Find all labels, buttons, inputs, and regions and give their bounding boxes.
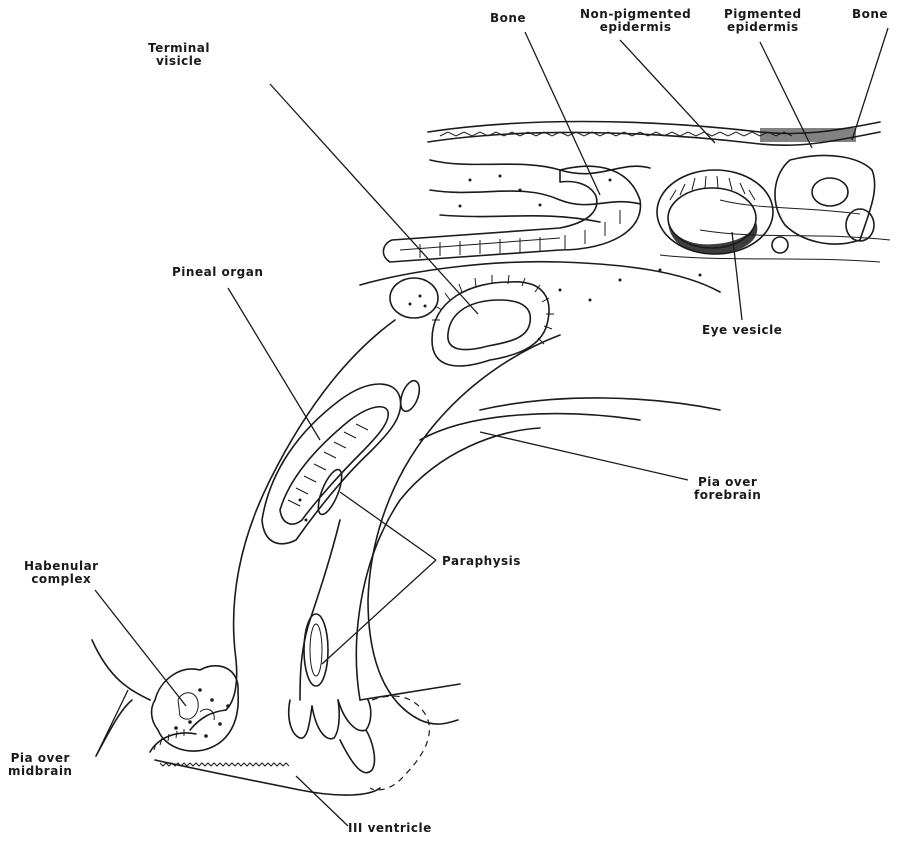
leader-lines [95,28,888,826]
label-bone-right-text: Bone [852,8,888,21]
pia-forebrain-curves [356,398,720,700]
label-pigmented-epidermis: Pigmented epidermis [724,8,802,34]
bone-left [383,166,640,262]
label-terminal-line2: visicle [148,55,210,68]
label-habenular-complex: Habenular complex [24,560,99,586]
small-vesicle [772,237,788,253]
label-paraphysis: Paraphysis [442,555,521,568]
label-pia-over-midbrain: Pia over midbrain [8,752,72,778]
paraphysis-vesicle-inner [310,624,322,676]
label-iii-ventricle: III ventricle [348,822,432,835]
label-eye-vesicle-text: Eye vesicle [702,324,782,337]
terminal-vesicle [432,275,554,366]
label-non-pigmented-epidermis: Non-pigmented epidermis [580,8,691,34]
bone-right [775,155,875,244]
label-pigmented-line2: epidermis [724,21,802,34]
label-pia-forebrain-line2: forebrain [694,489,761,502]
ventricle-roof [155,696,429,795]
label-bone-left: Bone [490,12,526,25]
epidermis-layer [428,122,880,146]
paraphysis-vesicle-upper [314,467,347,517]
label-iii-ventricle-text: III ventricle [348,822,432,835]
label-paraphysis-text: Paraphysis [442,555,521,568]
label-terminal-visicle: Terminal visicle [148,42,210,68]
label-eye-vesicle: Eye vesicle [702,324,782,337]
habenular-complex [150,666,238,752]
label-pineal-organ: Pineal organ [172,266,263,279]
pineal-stalk-outline [226,320,560,724]
pia-midbrain-lower [96,700,132,756]
habenular-stalk [190,710,226,730]
label-habenular-line2: complex [24,573,99,586]
label-pineal-organ-text: Pineal organ [172,266,263,279]
label-bone-right: Bone [852,8,888,21]
eye-vesicle [657,170,773,254]
paraphysis-vesicle-lower [304,614,328,686]
label-non-pigmented-line2: epidermis [580,21,691,34]
label-pia-over-forebrain: Pia over forebrain [694,476,761,502]
label-pia-midbrain-line2: midbrain [8,765,72,778]
label-bone-left-text: Bone [490,12,526,25]
round-cell-cluster [390,278,438,318]
